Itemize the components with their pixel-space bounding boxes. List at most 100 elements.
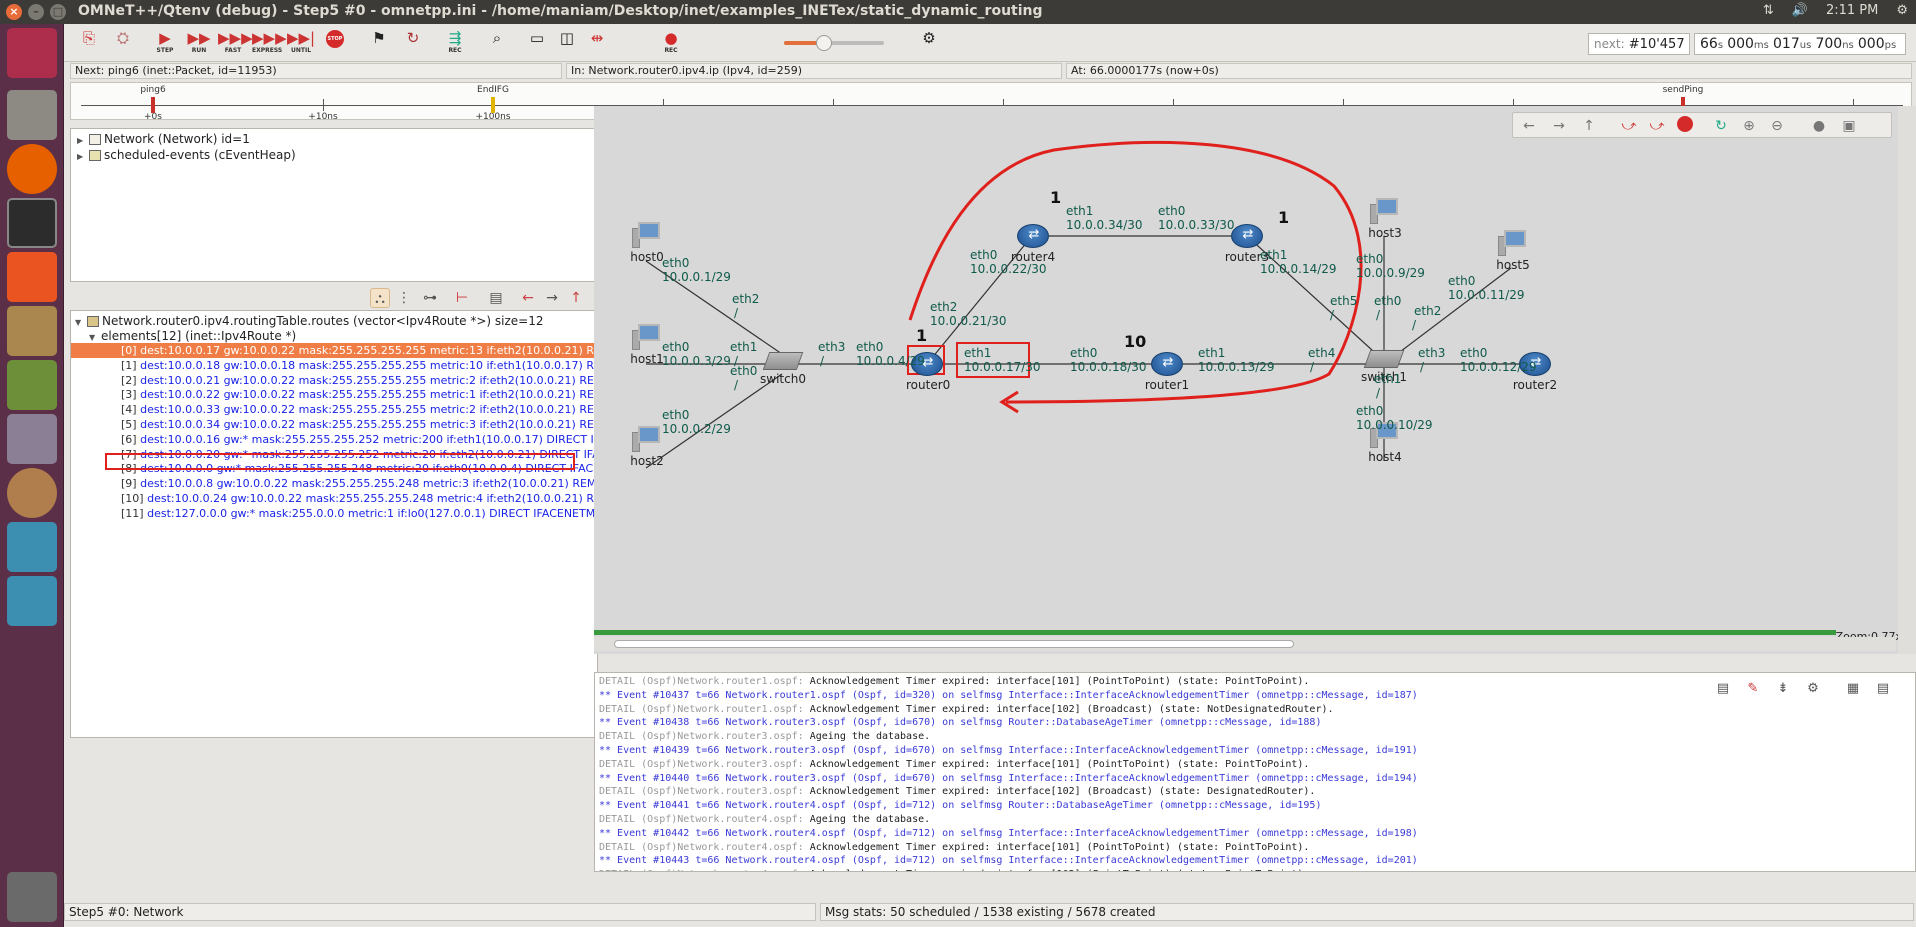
route-row[interactable]: [6] dest:10.0.0.16 gw:* mask:255.255.255… [71,432,597,447]
close-window-button[interactable]: × [6,4,22,20]
expand-icon[interactable]: ▶ [77,136,84,145]
children-mode-button[interactable]: ⊶ [420,288,440,308]
node-host0[interactable]: host0 [626,222,668,264]
back-button[interactable]: ← [518,288,538,308]
animation-button[interactable]: ⇹ [582,29,612,59]
maximize-window-button[interactable]: □ [50,4,66,20]
relayout-button[interactable]: ↻ [1711,116,1731,136]
collapse-icon[interactable]: ▼ [89,333,96,342]
log-detail-line[interactable]: DETAIL (Ospf)Network.router3.ospf: Ackno… [599,785,1315,799]
node-switch1[interactable]: switch1 [1360,350,1408,384]
timeline-event-label[interactable]: ping6 [140,85,166,95]
tree-item-scheduled-events[interactable]: ▶scheduled-events (cEventHeap) [77,147,296,163]
module-run-button[interactable]: ⤻ [1647,116,1667,136]
module-step-button[interactable]: ⤻ [1619,116,1639,136]
log-messages-mode-button[interactable]: ▦ [1843,679,1863,699]
node-host4[interactable]: host4 [1364,422,1406,464]
module-mode-button[interactable]: ▣ [1839,116,1859,136]
canvas-horizontal-scrollbar[interactable] [594,637,1896,651]
timeline-event-marker[interactable] [151,97,155,113]
node-router0[interactable]: router0 [906,352,950,392]
trash-icon[interactable] [7,872,57,922]
volume-icon[interactable]: 🔊 [1791,3,1808,18]
ubuntu-dash-icon[interactable] [7,28,57,78]
route-row[interactable]: [11] dest:127.0.0.0 gw:* mask:255.0.0.0 … [71,506,597,521]
log-event-line[interactable]: ** Event #10441 t=66 Network.router4.osp… [599,799,1321,813]
route-row[interactable]: [2] dest:10.0.0.21 gw:10.0.0.22 mask:255… [71,373,597,388]
log-detail-line[interactable]: DETAIL (Ospf)Network.router1.ospf: Ackno… [599,675,1309,689]
software-center-icon[interactable] [7,252,57,302]
log-event-line[interactable]: ** Event #10440 t=66 Network.router3.osp… [599,772,1418,786]
tree-item-network[interactable]: ▶Network (Network) id=1 [77,131,250,147]
route-row[interactable]: [3] dest:10.0.0.22 gw:10.0.0.22 mask:255… [71,387,597,402]
new-run-button[interactable]: ⎘ [74,29,104,59]
until-button[interactable]: ▶▶|UNTIL [286,29,316,54]
omnetpp-ide-icon[interactable] [7,522,57,572]
animation-speed-slider[interactable] [784,35,884,51]
settings-icon[interactable] [7,414,57,464]
tree-mode-button[interactable]: ⛬ [370,288,390,308]
node-router1[interactable]: router1 [1144,352,1190,392]
layout-split-button[interactable]: ◫ [552,29,582,59]
layout-timeline-button[interactable]: ▭ [522,29,552,59]
log-detail-line[interactable]: DETAIL (Ospf)Network.router3.ospf: Agein… [599,730,930,744]
slider-knob[interactable] [816,35,832,51]
finish-button[interactable]: ⚑ [364,29,394,59]
rebuild-network-button[interactable]: ⛭ [108,29,138,59]
firefox-icon[interactable] [7,144,57,194]
archive-manager-icon[interactable] [7,306,57,356]
forward-button[interactable]: → [542,288,562,308]
route-row[interactable]: [9] dest:10.0.0.8 gw:10.0.0.22 mask:255.… [71,476,597,491]
node-router4[interactable]: router4 [1010,224,1056,264]
disk-app-icon[interactable] [7,468,57,518]
module-stop-button[interactable] [1675,116,1695,136]
log-detail-line[interactable]: DETAIL (Ospf)Network.router4.ospf: Ackno… [599,868,1309,871]
terminal-icon[interactable] [7,198,57,248]
log-filter-button[interactable]: ✎ [1743,679,1763,699]
rebuild-button[interactable]: ↻ [398,29,428,59]
log-detail-line[interactable]: DETAIL (Ospf)Network.router4.ospf: Ackno… [599,841,1309,855]
zoom-in-button[interactable]: ⊕ [1739,116,1759,136]
log-settings-button[interactable]: ⚙ [1803,679,1823,699]
node-host5[interactable]: host5 [1492,230,1534,272]
timeline-event-marker[interactable] [1681,97,1685,113]
node-router2[interactable]: router2 [1512,352,1558,392]
show-layers-button[interactable]: ● [1809,116,1829,136]
node-host1[interactable]: host1 [626,324,668,366]
find-button[interactable]: ⌕ [482,29,512,59]
node-switch0[interactable]: switch0 [760,352,806,386]
gear-icon[interactable]: ⚙ [1896,3,1908,18]
inspector-mode-button[interactable]: ⊢ [452,288,472,308]
log-event-line[interactable]: ** Event #10438 t=66 Network.router3.osp… [599,716,1321,730]
minimize-window-button[interactable]: – [28,4,44,20]
omnetpp-sim-icon[interactable] [7,576,57,626]
log-detail-line[interactable]: DETAIL (Ospf)Network.router4.ospf: Agein… [599,813,930,827]
routes-elements[interactable]: ▼elements[12] (inet::Ipv4Route *) [89,328,296,344]
files-icon[interactable] [7,90,57,140]
timeline-event-label[interactable]: sendPing [1662,85,1704,95]
up-button[interactable]: ↑ [566,288,586,308]
keyboard-icon[interactable]: ⇅ [1762,3,1774,18]
node-host3[interactable]: host3 [1364,198,1406,240]
clock[interactable]: 2:11 PM [1825,3,1879,18]
log-event-line[interactable]: ** Event #10439 t=66 Network.router3.osp… [599,744,1418,758]
log-event-line[interactable]: ** Event #10437 t=66 Network.router1.osp… [599,689,1418,703]
route-row[interactable]: [1] dest:10.0.0.18 gw:10.0.0.18 mask:255… [71,358,597,373]
stop-button[interactable]: STOP [320,29,350,59]
timeline-event-marker[interactable] [491,97,495,113]
canvas-up-button[interactable]: ↑ [1579,116,1599,136]
copy-button[interactable]: ▤ [486,288,506,308]
log-event-line[interactable]: ** Event #10442 t=66 Network.router4.osp… [599,827,1418,841]
run-button[interactable]: ▶▶RUN [184,29,214,59]
canvas-vertical-scrollbar[interactable] [1898,106,1916,654]
canvas-back-button[interactable]: ← [1519,116,1539,136]
route-row[interactable]: [0] dest:10.0.0.17 gw:10.0.0.22 mask:255… [71,343,597,358]
eventlog-rec-button[interactable]: ⇶REC [440,29,470,59]
route-row[interactable]: [5] dest:10.0.0.34 gw:10.0.0.22 mask:255… [71,417,597,432]
collapse-icon[interactable]: ▼ [75,318,82,327]
log-copy-button[interactable]: ▤ [1713,679,1733,699]
log-goto-button[interactable]: ⇟ [1773,679,1793,699]
monkey-app-icon[interactable] [7,360,57,410]
flat-mode-button[interactable]: ⋮ [394,288,414,308]
network-canvas[interactable]: host0 host1 host2 switch0 router0 router… [594,106,1916,654]
